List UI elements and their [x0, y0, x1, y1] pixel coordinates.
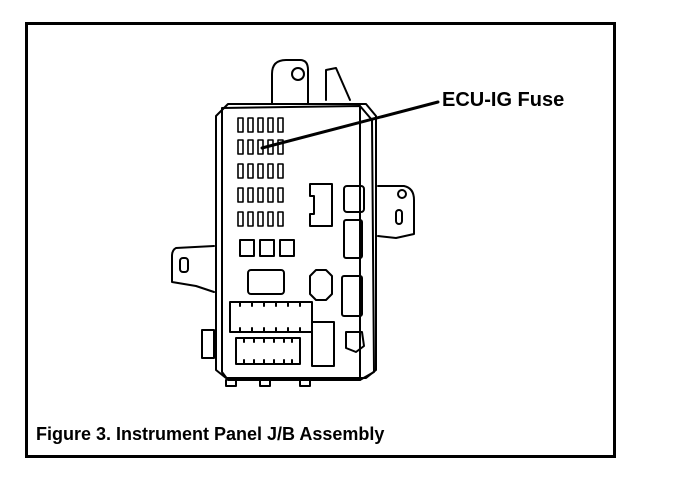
right-tab-slot	[395, 209, 403, 225]
fuse-grid	[237, 117, 284, 227]
fuse	[247, 187, 254, 203]
top-right-tab	[325, 67, 351, 101]
fuse	[257, 211, 264, 227]
left-mounting-tab	[171, 245, 215, 293]
relay-large	[309, 183, 333, 227]
right-tab-hole	[397, 189, 407, 199]
callout-leader	[260, 100, 440, 150]
housing-front	[221, 105, 375, 381]
relay-tall	[343, 219, 363, 259]
top-tab-hole	[291, 67, 305, 81]
fuse	[267, 117, 274, 133]
housing-back	[215, 103, 377, 379]
connector-side	[311, 321, 335, 367]
relay-square	[343, 185, 365, 213]
fuse	[237, 163, 244, 179]
mini-relay	[239, 239, 255, 257]
connector-small	[345, 331, 365, 353]
fuse	[277, 187, 284, 203]
fuse	[257, 187, 264, 203]
mini-relay	[279, 239, 295, 257]
left-lower-clip	[201, 329, 215, 359]
connector-lower	[235, 337, 301, 365]
bottom-foot	[259, 379, 271, 387]
fuse	[247, 139, 254, 155]
fuse	[267, 211, 274, 227]
top-mounting-tab	[271, 59, 309, 105]
fuse	[257, 117, 264, 133]
relay-octagon	[309, 269, 333, 301]
fuse	[247, 163, 254, 179]
figure-caption: Figure 3. Instrument Panel J/B Assembly	[36, 424, 385, 444]
fuse	[267, 187, 274, 203]
bottom-foot	[299, 379, 311, 387]
fuse	[247, 117, 254, 133]
fuse	[277, 163, 284, 179]
fuse	[247, 211, 254, 227]
mini-relay	[259, 239, 275, 257]
fuse	[237, 187, 244, 203]
fuse	[277, 117, 284, 133]
fuse	[277, 139, 284, 155]
relay-block	[247, 269, 285, 295]
ecu-ig-fuse-label: ECU-IG Fuse	[442, 89, 565, 111]
fuse	[267, 163, 274, 179]
fuse	[237, 139, 244, 155]
left-tab-slot	[179, 257, 189, 273]
bottom-foot	[225, 379, 237, 387]
fuse	[277, 211, 284, 227]
fuse	[237, 211, 244, 227]
fuse	[257, 163, 264, 179]
fuse	[237, 117, 244, 133]
relay-tall-lower	[341, 275, 363, 317]
